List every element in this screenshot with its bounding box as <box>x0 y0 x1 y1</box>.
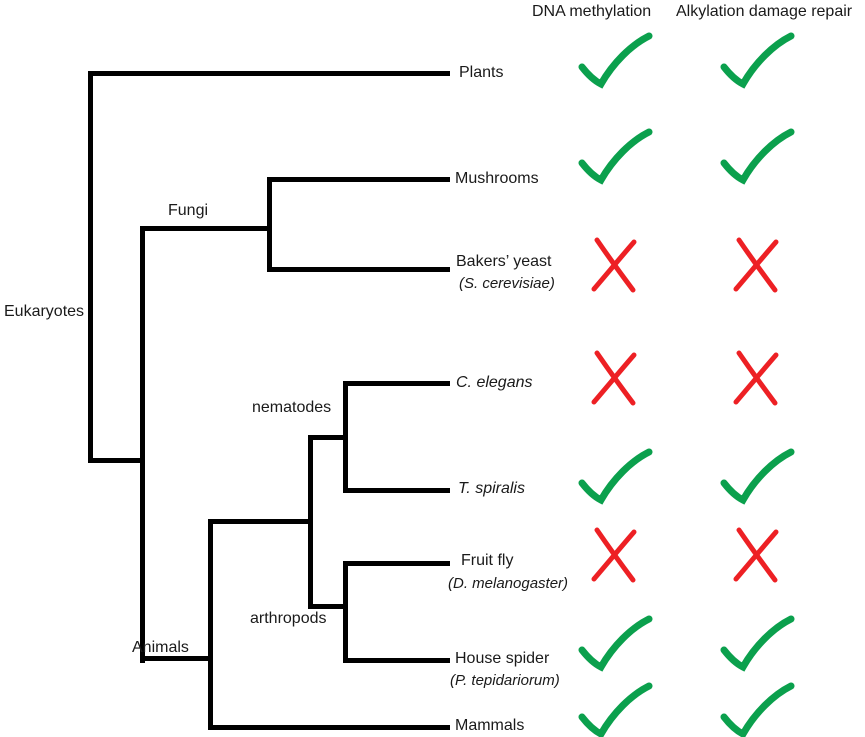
taxon-label-mammals: Mammals <box>455 717 525 734</box>
tree-branch-animals-to-nematodes-arthropods <box>208 519 313 524</box>
mark-bakers-yeast-alkylation-repair <box>717 235 797 295</box>
mark-plants-alkylation-repair <box>717 32 797 92</box>
taxon-sublabel-bakers-yeast: (S. cerevisiae) <box>459 275 555 292</box>
tree-branch-animals <box>140 656 213 661</box>
tree-branch-house-spider <box>343 658 450 663</box>
taxon-sublabel-fruit-fly: (D. melanogaster) <box>448 575 569 592</box>
check-icon <box>578 128 653 185</box>
mark-fruit-fly-alkylation-repair <box>717 525 797 585</box>
taxon-label-t-spiralis: T. spiralis <box>458 480 525 497</box>
tree-branch-animals-clade-vertical <box>208 519 213 730</box>
cross-icon <box>733 350 779 406</box>
check-icon <box>578 32 653 89</box>
mark-house-spider-alkylation-repair <box>717 615 797 675</box>
tree-branch-fruit-fly <box>343 561 450 566</box>
tree-branch-c-elegans <box>343 381 450 386</box>
check-icon <box>578 448 653 505</box>
mark-mammals-dna-methylation <box>575 682 655 737</box>
check-icon <box>720 448 795 505</box>
check-icon <box>720 682 795 737</box>
taxon-label-c-elegans: C. elegans <box>456 374 533 391</box>
tree-branch-nematode-clade-vertical <box>343 381 348 493</box>
taxon-label-bakers-yeast: Bakers’ yeast <box>456 253 552 270</box>
mark-t-spiralis-dna-methylation <box>575 448 655 508</box>
tree-branch-root-vertical <box>88 71 93 463</box>
clade-label-nematodes: nematodes <box>252 399 332 416</box>
cross-icon <box>591 527 637 583</box>
mark-bakers-yeast-dna-methylation <box>575 235 655 295</box>
cross-icon <box>591 237 637 293</box>
tree-branch-root-to-fungi-animals <box>88 458 145 463</box>
mark-plants-dna-methylation <box>575 32 655 92</box>
tree-branch-nematodes <box>308 435 348 440</box>
mark-c-elegans-dna-methylation <box>575 348 655 408</box>
tree-branch-mushrooms <box>267 177 450 182</box>
cross-icon <box>733 527 779 583</box>
tree-branch-fungi-animals-vertical <box>140 226 145 663</box>
mark-mammals-alkylation-repair <box>717 682 797 737</box>
check-icon <box>720 32 795 89</box>
tree-branch-arthropods <box>308 604 348 609</box>
clade-label-arthropods: arthropods <box>250 610 327 627</box>
taxon-sublabel-house-spider: (P. tepidariorum) <box>450 672 560 689</box>
taxon-label-mushrooms: Mushrooms <box>455 170 539 187</box>
tree-branch-mammals <box>208 725 450 730</box>
taxon-label-house-spider: House spider <box>455 650 550 667</box>
check-icon <box>578 682 653 737</box>
check-icon <box>720 615 795 672</box>
tree-branch-arthropod-clade-vertical <box>343 561 348 663</box>
cross-icon <box>591 350 637 406</box>
clade-label-animals: Animals <box>132 639 189 656</box>
mark-c-elegans-alkylation-repair <box>717 348 797 408</box>
column-header-dna-methylation: DNA methylation <box>532 3 652 20</box>
cross-icon <box>733 237 779 293</box>
tree-branch-nematodes-arthropods-vertical <box>308 437 313 609</box>
taxon-label-fruit-fly: Fruit fly <box>461 552 514 569</box>
clade-label-eukaryotes: Eukaryotes <box>4 303 85 320</box>
clade-label-fungi: Fungi <box>168 202 209 219</box>
column-header-alkylation-repair: Alkylation damage repair <box>676 3 853 20</box>
tree-branch-bakers-yeast <box>267 267 450 272</box>
mark-fruit-fly-dna-methylation <box>575 525 655 585</box>
tree-branch-t-spiralis <box>343 488 450 493</box>
mark-mushrooms-alkylation-repair <box>717 128 797 188</box>
mark-mushrooms-dna-methylation <box>575 128 655 188</box>
tree-branch-fungi-clade-vertical <box>267 177 272 272</box>
mark-house-spider-dna-methylation <box>575 615 655 675</box>
tree-branch-plants <box>88 71 450 76</box>
mark-t-spiralis-alkylation-repair <box>717 448 797 508</box>
check-icon <box>720 128 795 185</box>
check-icon <box>578 615 653 672</box>
tree-branch-fungi <box>140 226 272 231</box>
taxon-label-plants: Plants <box>459 64 504 81</box>
